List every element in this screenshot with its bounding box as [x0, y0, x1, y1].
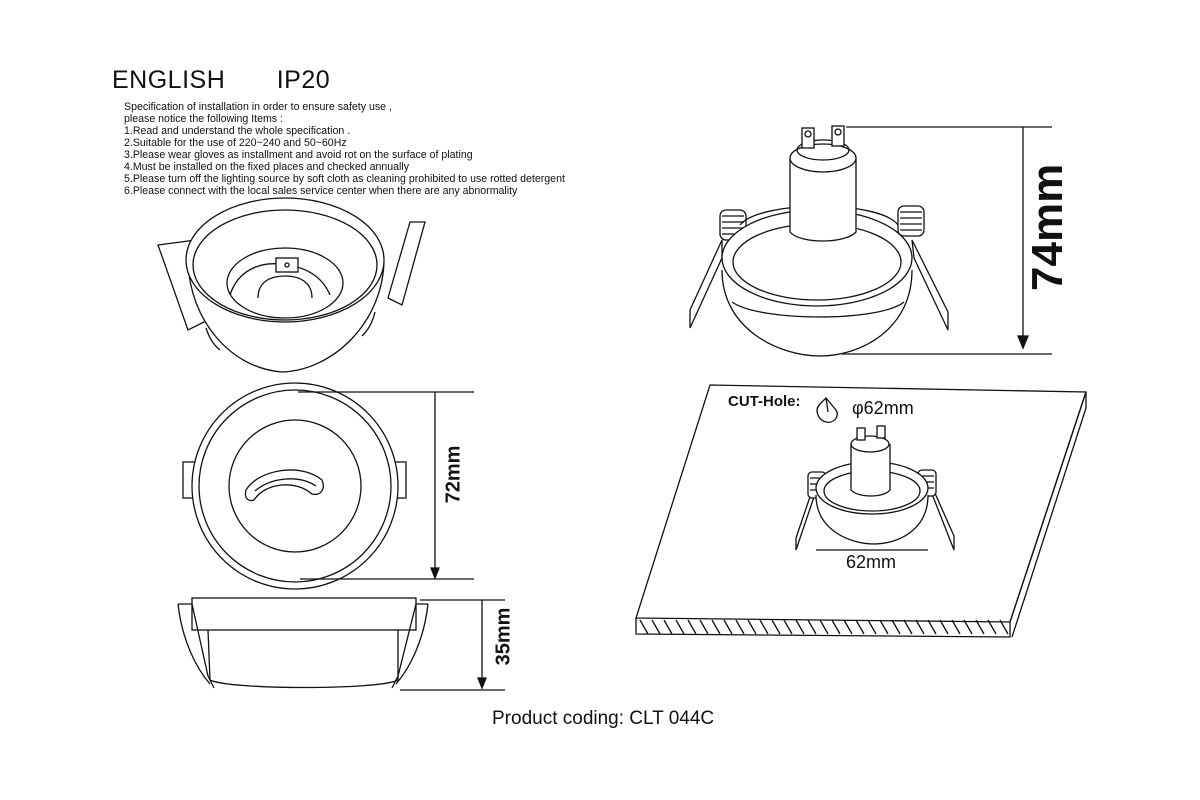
cut-hole-width: 62mm [846, 552, 897, 572]
spec-line: please notice the following Items : [124, 113, 283, 125]
spec-line: 2.Suitable for the use of 220~240 and 50… [124, 137, 347, 149]
spec-line: 5.Please turn off the lighting source by… [124, 173, 565, 185]
fixture-socket-view [689, 125, 1052, 357]
ip-rating: IP20 [276, 66, 331, 94]
cut-hole-label: CUT-Hole: [728, 393, 801, 410]
diameter-dimension-label: 72mm [442, 445, 465, 504]
spec-line: Specification of installation in order t… [124, 101, 392, 113]
language-label: ENGLISH [112, 66, 226, 94]
ceiling-board-view [635, 384, 1087, 638]
cut-hole-diameter: φ62mm [852, 398, 914, 418]
perspective-view [157, 197, 426, 373]
product-code: Product coding: CLT 044C [492, 708, 715, 729]
top-view [182, 382, 474, 590]
document-title: ENGLISH IP20 [112, 66, 330, 95]
spec-line: 1.Read and understand the whole specific… [124, 125, 351, 137]
specification-text: Specification of installation in order t… [124, 101, 565, 197]
side-view [177, 597, 505, 691]
spec-line: 3.Please wear gloves as installment and … [124, 149, 473, 161]
depth-dimension-label: 35mm [492, 607, 515, 666]
spec-line: 6.Please connect with the local sales se… [124, 185, 518, 197]
spec-line: 4.Must be installed on the fixed places … [124, 161, 410, 173]
height-dimension-label: 74mm [1023, 163, 1072, 291]
